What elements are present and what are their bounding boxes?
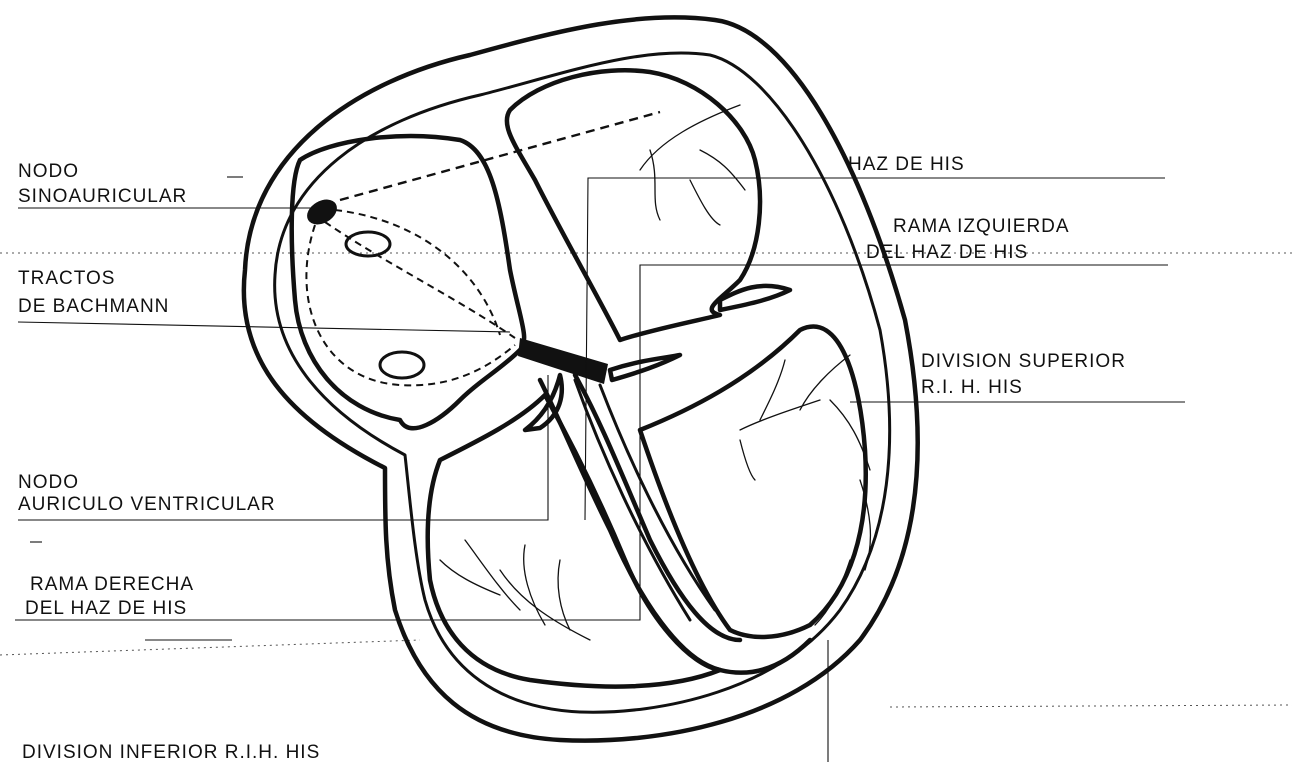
label-rama-derecha-2: DEL HAZ DE HIS (25, 598, 187, 619)
label-rama-izquierda-1: RAMA IZQUIERDA (893, 216, 1070, 237)
label-nodo-av-2: AURICULO VENTRICULAR (18, 494, 276, 515)
leader-lines (15, 177, 1185, 762)
internodal-tract-3 (306, 225, 515, 385)
atrial-oval-upper (346, 232, 390, 256)
label-haz-de-his: HAZ DE HIS (848, 154, 965, 175)
scan-artifacts (0, 253, 1292, 707)
label-tractos-bachmann-2: DE BACHMANN (18, 296, 169, 317)
right-ventricle (428, 395, 720, 687)
atrial-oval-lower (380, 352, 424, 378)
label-division-superior-2: R.I. H. HIS (921, 377, 1023, 398)
label-division-inferior: DIVISION INFERIOR R.I.H. HIS (22, 742, 320, 763)
label-nodo-av-1: NODO (18, 472, 79, 493)
label-rama-izquierda-2: DEL HAZ DE HIS (866, 242, 1028, 263)
label-nodo-sinoauricular-2: SINOAURICULAR (18, 186, 187, 207)
sa-node-shape (303, 194, 342, 229)
internodal-tract-1 (335, 210, 500, 335)
internodal-tract-2 (325, 222, 515, 338)
label-rama-derecha-1: RAMA DERECHA (30, 574, 194, 595)
heart-outer-wall (244, 17, 918, 740)
heart-inner-wall (275, 53, 890, 712)
label-division-superior-1: DIVISION SUPERIOR (921, 351, 1126, 372)
label-tractos-bachmann-1: TRACTOS (18, 268, 115, 289)
av-node-bundle (518, 338, 608, 384)
mitral-flap (610, 355, 680, 380)
label-nodo-sinoauricular-1: NODO (18, 161, 79, 182)
